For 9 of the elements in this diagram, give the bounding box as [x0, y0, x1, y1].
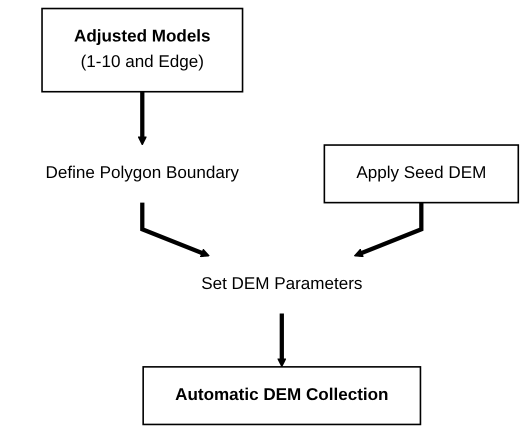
arrow	[277, 314, 287, 368]
arrow	[138, 92, 148, 146]
node-box: Automatic DEM Collection	[142, 366, 422, 426]
node-text: Define Polygon Boundary	[46, 164, 240, 182]
arrow	[354, 202, 424, 258]
arrow	[140, 202, 210, 258]
node-box: Adjusted Models (1-10 and Edge)	[41, 8, 244, 93]
node-text: Set DEM Parameters	[201, 275, 362, 294]
node-box: Apply Seed DEM	[324, 144, 520, 204]
